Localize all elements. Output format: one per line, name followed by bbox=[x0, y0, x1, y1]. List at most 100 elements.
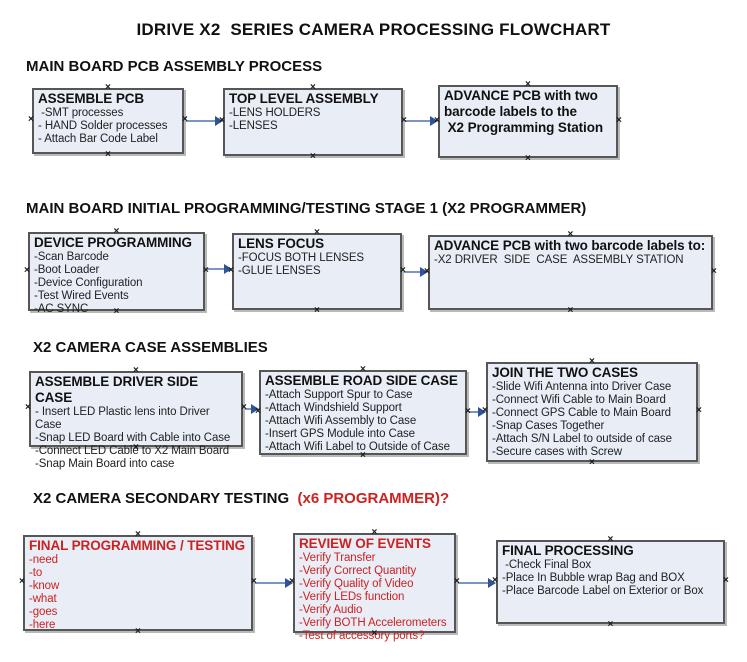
box-item: -FOCUS BOTH LENSES bbox=[238, 252, 364, 264]
section-heading: MAIN BOARD INITIAL PROGRAMMING/TESTING S… bbox=[26, 200, 586, 217]
section-heading: X2 CAMERA CASE ASSEMBLIES bbox=[33, 339, 268, 356]
box-item: -Place In Bubble wrap Bag and BOX bbox=[502, 572, 685, 584]
connection-point-icon: × bbox=[28, 114, 34, 125]
connection-point-icon: × bbox=[310, 151, 316, 162]
arrowhead-icon bbox=[285, 578, 293, 588]
flow-box[interactable]: LENS FOCUS-FOCUS BOTH LENSES-GLUE LENSES… bbox=[228, 228, 406, 316]
box-title: JOIN THE TWO CASES bbox=[492, 365, 638, 380]
section-heading-text: MAIN BOARD PCB ASSEMBLY PROCESS bbox=[26, 58, 323, 75]
box-item: -know bbox=[29, 580, 60, 592]
connection-point-icon: × bbox=[25, 402, 31, 413]
box-item: -Scan Barcode bbox=[34, 251, 109, 263]
flow-box[interactable]: ASSEMBLE DRIVER SIDE CASE- Insert LED Pl… bbox=[25, 366, 247, 471]
arrow-line bbox=[458, 582, 490, 584]
box-item: -goes bbox=[29, 606, 58, 618]
arrow-line bbox=[404, 271, 422, 273]
arrow-line bbox=[255, 582, 287, 584]
box-title: FINAL PROCESSING bbox=[502, 543, 634, 558]
box-item: -AC SYNC bbox=[34, 303, 89, 315]
box-item: -Test of accessory ports? bbox=[299, 630, 425, 642]
box-item: -Boot Loader bbox=[34, 264, 100, 276]
box-item: - HAND Solder processes bbox=[38, 120, 168, 132]
section-heading: MAIN BOARD PCB ASSEMBLY PROCESS bbox=[26, 58, 322, 75]
connection-point-icon: × bbox=[567, 305, 574, 316]
arrowhead-icon bbox=[224, 264, 232, 274]
box-item: -Connect LED Cable to X2 Main Board bbox=[35, 445, 230, 457]
connection-point-icon: × bbox=[607, 619, 614, 630]
flow-box[interactable]: REVIEW OF EVENTS-Verify Transfer -Verify … bbox=[289, 528, 460, 643]
flow-box[interactable]: ASSEMBLE ROAD SIDE CASE-Attach Support S… bbox=[255, 365, 471, 461]
connection-point-icon: × bbox=[105, 149, 111, 160]
box-title: FINAL PROGRAMMING / TESTING bbox=[29, 538, 246, 553]
box-title: ASSEMBLE DRIVER SIDE CASE bbox=[35, 374, 202, 405]
section-heading-text: (x6 PROGRAMMER)? bbox=[289, 490, 450, 507]
box-item: -Test Wired Events bbox=[34, 290, 129, 302]
box-item: -Attach Support Spur to Case bbox=[265, 389, 413, 401]
box-item: -Verify Audio bbox=[299, 604, 363, 616]
section-heading: X2 CAMERA SECONDARY TESTING (x6 PROGRAMM… bbox=[33, 490, 449, 507]
flow-box[interactable]: DEVICE PROGRAMMING-Scan Barcode-Boot Loa… bbox=[24, 227, 209, 317]
box-item: -what bbox=[29, 593, 57, 605]
arrow-line bbox=[469, 411, 480, 413]
box-item: -need bbox=[29, 554, 58, 566]
box-item: -Place Barcode Label on Exterior or Box bbox=[502, 585, 704, 597]
box-item: -Verify BOTH Accelerometers bbox=[299, 617, 447, 629]
box-title: DEVICE PROGRAMMING bbox=[34, 235, 192, 250]
flow-box[interactable]: ADVANCE PCB with two barcode labels to:-… bbox=[424, 230, 717, 316]
connection-point-icon: × bbox=[589, 457, 595, 468]
box-item: -Secure cases with Screw bbox=[492, 446, 622, 458]
box-item: -Device Configuration bbox=[34, 277, 143, 289]
box-item: - Attach Bar Code Label bbox=[38, 133, 158, 145]
box-item: -Verify Transfer bbox=[299, 552, 376, 564]
box-title: REVIEW OF EVENTS bbox=[299, 536, 431, 551]
connection-point-icon: × bbox=[525, 153, 531, 164]
box-title: ADVANCE PCB with two barcode labels to t… bbox=[444, 88, 603, 135]
arrow-line bbox=[186, 120, 217, 122]
connection-point-icon: × bbox=[616, 114, 622, 126]
arrow-line bbox=[405, 120, 432, 122]
flow-box[interactable]: TOP LEVEL ASSEMBLY-LENS HOLDERS-LENSES××… bbox=[219, 83, 407, 162]
flow-box[interactable]: ADVANCE PCB with two barcode labels to t… bbox=[434, 80, 622, 164]
box-item: -Snap LED Board with Cable into Case bbox=[35, 432, 231, 444]
box-item: -Attach Wifi Label to Outside of Case bbox=[265, 441, 450, 453]
arrowhead-icon bbox=[215, 116, 223, 126]
arrowhead-icon bbox=[251, 404, 259, 414]
connection-point-icon: × bbox=[711, 265, 717, 277]
box-item: -Connect GPS Cable to Main Board bbox=[492, 407, 671, 419]
box-item: -Attach S/N Label to outside of case bbox=[492, 433, 672, 445]
box-item: -Snap Cases Together bbox=[492, 420, 605, 432]
arrow-line bbox=[245, 408, 253, 410]
connection-point-icon: × bbox=[314, 305, 320, 316]
arrowhead-icon bbox=[478, 407, 486, 417]
box-item: -Connect Wifi Cable to Main Board bbox=[492, 394, 666, 406]
section-heading-text: X2 CAMERA CASE ASSEMBLIES bbox=[33, 339, 268, 356]
box-title: ASSEMBLE ROAD SIDE CASE bbox=[265, 373, 458, 388]
arrowhead-icon bbox=[430, 116, 438, 126]
box-item: -LENS HOLDERS bbox=[229, 107, 321, 119]
box-item: -to bbox=[29, 567, 43, 579]
flow-box[interactable]: ASSEMBLE PCB -SMT processes- HAND Solder… bbox=[28, 83, 188, 160]
flow-box[interactable]: FINAL PROGRAMMING / TESTING-need-to-know… bbox=[19, 530, 257, 637]
flowchart-title: IDRIVE X2 SERIES CAMERA PROCESSING FLOWC… bbox=[136, 20, 611, 39]
box-item: -here bbox=[29, 619, 56, 631]
arrowhead-icon bbox=[488, 578, 496, 588]
box-item: -LENSES bbox=[229, 120, 278, 132]
section-heading-text: MAIN BOARD INITIAL PROGRAMMING/TESTING S… bbox=[26, 200, 587, 217]
box-item: -Insert GPS Module into Case bbox=[265, 428, 415, 440]
section-heading-text: X2 CAMERA SECONDARY TESTING bbox=[33, 490, 290, 507]
box-item: -GLUE LENSES bbox=[238, 265, 321, 277]
arrowhead-icon bbox=[420, 267, 428, 277]
box-item: -SMT processes bbox=[38, 107, 124, 119]
box-item: - Insert LED Plastic lens into Driver Ca… bbox=[35, 406, 213, 431]
box-title: ASSEMBLE PCB bbox=[38, 91, 145, 106]
box-item: -Snap Main Board into case bbox=[35, 458, 175, 470]
connection-point-icon: × bbox=[19, 576, 25, 587]
box-item: -Verify Quality of Video bbox=[299, 578, 414, 590]
flow-box[interactable]: FINAL PROCESSING -Check Final Box-Place … bbox=[492, 535, 729, 630]
box-item: -Slide Wifi Antenna into Driver Case bbox=[492, 381, 672, 393]
flow-box[interactable]: JOIN THE TWO CASES-Slide Wifi Antenna in… bbox=[482, 357, 702, 468]
box-item: -X2 DRIVER SIDE CASE ASSEMBLY STATION bbox=[434, 254, 684, 266]
box-title: TOP LEVEL ASSEMBLY bbox=[229, 91, 379, 106]
connection-point-icon: × bbox=[203, 264, 209, 276]
